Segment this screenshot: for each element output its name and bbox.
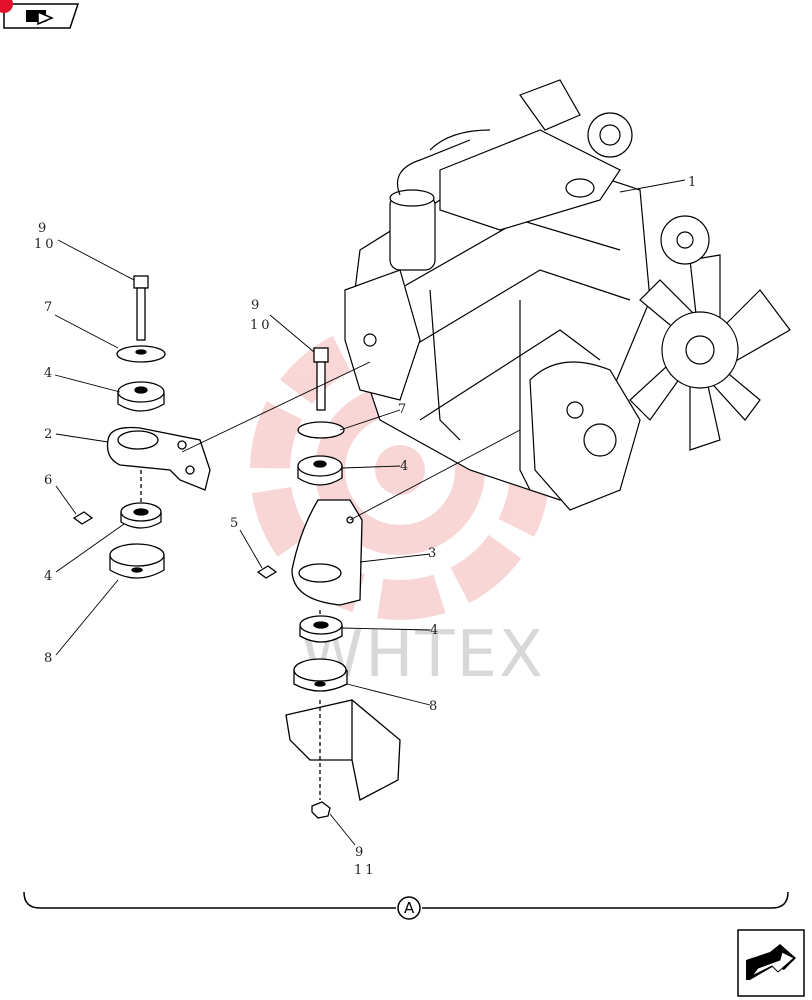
cushion-right-upper: [297, 455, 343, 486]
callout-4-c: 4: [44, 569, 55, 584]
previous-page-arrow-icon: [26, 10, 54, 26]
bolt-right: [313, 347, 329, 411]
bracket-right: [291, 499, 363, 606]
left-mount-stack: [72, 275, 211, 579]
next-page-arrow-icon: [746, 944, 796, 980]
section-marker: [397, 896, 421, 920]
cushion-left-lower: [120, 502, 162, 529]
callout-7-b: 7: [398, 402, 409, 417]
callout-4-b: 4: [400, 459, 411, 474]
callout-9-b: 9: [251, 298, 262, 313]
right-mount-stack: [256, 347, 401, 819]
section-label: A: [404, 899, 415, 917]
section-bracket: [23, 891, 789, 920]
bracket-left: [106, 426, 211, 491]
stopper-right: [293, 658, 348, 692]
washer-right: [297, 421, 345, 439]
callout-8-a: 8: [44, 651, 55, 666]
page-marker-dot: [0, 0, 13, 13]
callout-9-c: 9: [355, 845, 366, 860]
frame-plate: [285, 699, 401, 801]
callout-3: 3: [428, 546, 439, 561]
callout-labels: 1 2 3 4 4 4 4 5 6 7 7 8 8 9 10 9 10 9 11: [34, 175, 699, 878]
next-page-button[interactable]: [737, 929, 805, 997]
callout-4-a: 4: [44, 366, 55, 381]
callout-9-a: 9: [38, 221, 49, 236]
cushion-right-lower: [299, 615, 343, 643]
callout-5: 5: [230, 516, 241, 531]
leader-lines: [54, 179, 686, 846]
callout-6: 6: [44, 473, 55, 488]
bolt-5: [256, 565, 278, 579]
callout-7-a: 7: [44, 300, 55, 315]
callout-10-b: 10: [250, 318, 273, 333]
nut-bottom: [311, 801, 331, 819]
callout-10-a: 10: [34, 237, 57, 252]
callout-1: 1: [688, 175, 699, 190]
previous-page-button[interactable]: [0, 0, 80, 29]
cooling-fan: [629, 254, 791, 451]
bolt-6: [72, 511, 94, 525]
callout-2: 2: [44, 427, 55, 442]
cushion-left-upper: [117, 381, 165, 412]
callout-11: 11: [354, 863, 377, 878]
callout-8-b: 8: [429, 699, 440, 714]
stopper-left: [109, 543, 165, 579]
bolt-left: [133, 275, 149, 341]
callout-4-d: 4: [430, 623, 441, 638]
engine-assembly: [344, 79, 791, 511]
